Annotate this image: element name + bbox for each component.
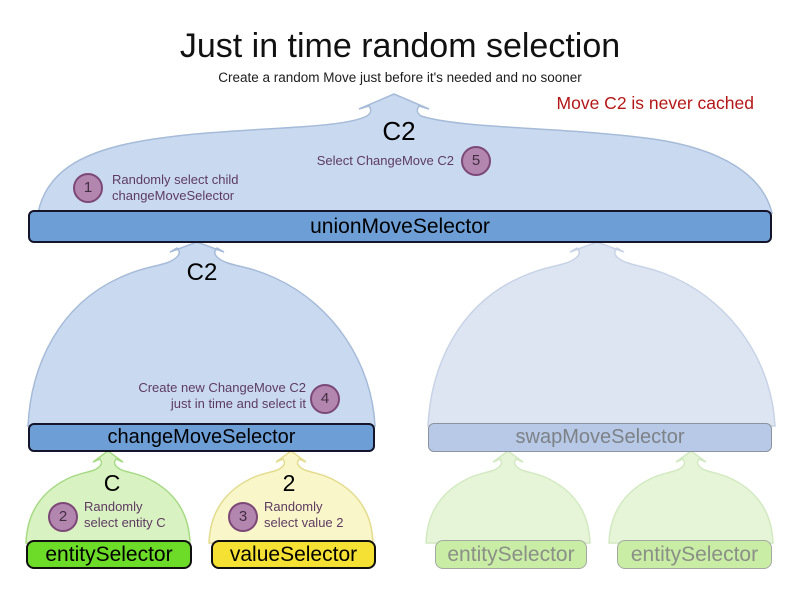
annotation-line: select entity C bbox=[84, 514, 166, 530]
faded-entity-funnel-shape-2 bbox=[608, 450, 774, 544]
swap-move-selector-bar: swapMoveSelector bbox=[428, 423, 772, 452]
union-move-selector-bar: unionMoveSelector bbox=[28, 210, 772, 243]
annotation-line: Randomly bbox=[84, 499, 143, 514]
value-output-label: 2 bbox=[282, 470, 296, 496]
value-selector-bar: valueSelector bbox=[211, 540, 376, 569]
change-output-move-label: C2 bbox=[186, 259, 218, 286]
step-badge-2: 2 bbox=[48, 502, 78, 532]
annotation-line: Select ChangeMove C2 bbox=[316, 153, 454, 168]
swap-selection-funnel-shape bbox=[427, 241, 776, 427]
annotation-line: Randomly select child bbox=[112, 172, 239, 187]
step-annotation-1: Randomly select child changeMoveSelector bbox=[112, 172, 238, 203]
step-badge-3: 3 bbox=[228, 502, 258, 532]
annotation-line: changeMoveSelector bbox=[112, 187, 235, 203]
step-badge-5: 5 bbox=[461, 146, 491, 176]
page-title: Just in time random selection bbox=[179, 27, 621, 65]
faded-entity-selector-bar-1: entitySelector bbox=[435, 540, 587, 569]
annotation-line: Create new ChangeMove C2 bbox=[138, 380, 306, 395]
step-annotation-4: Create new ChangeMove C2 just in time an… bbox=[103, 380, 306, 411]
page-subtitle: Create a random Move just before it's ne… bbox=[218, 70, 582, 85]
faded-entity-funnel-shape-1 bbox=[425, 450, 591, 544]
union-selection-funnel-shape bbox=[37, 93, 773, 214]
union-output-move-label: C2 bbox=[382, 116, 416, 146]
change-move-selector-bar: changeMoveSelector bbox=[28, 423, 375, 452]
never-cached-note: Move C2 is never cached bbox=[556, 93, 754, 113]
annotation-line: Randomly bbox=[264, 499, 323, 514]
faded-entity-selector-bar-2: entitySelector bbox=[617, 540, 772, 569]
change-selection-funnel-shape bbox=[27, 241, 376, 427]
step-annotation-5: Select ChangeMove C2 bbox=[255, 153, 454, 169]
entity-output-label: C bbox=[103, 470, 121, 496]
step-annotation-3: Randomly select value 2 bbox=[264, 499, 344, 530]
annotation-line: select value 2 bbox=[264, 514, 344, 530]
entity-selector-bar: entitySelector bbox=[26, 540, 192, 569]
annotation-line: just in time and select it bbox=[170, 395, 306, 411]
step-badge-4: 4 bbox=[310, 384, 340, 414]
step-annotation-2: Randomly select entity C bbox=[84, 499, 166, 530]
step-badge-1: 1 bbox=[73, 173, 103, 203]
